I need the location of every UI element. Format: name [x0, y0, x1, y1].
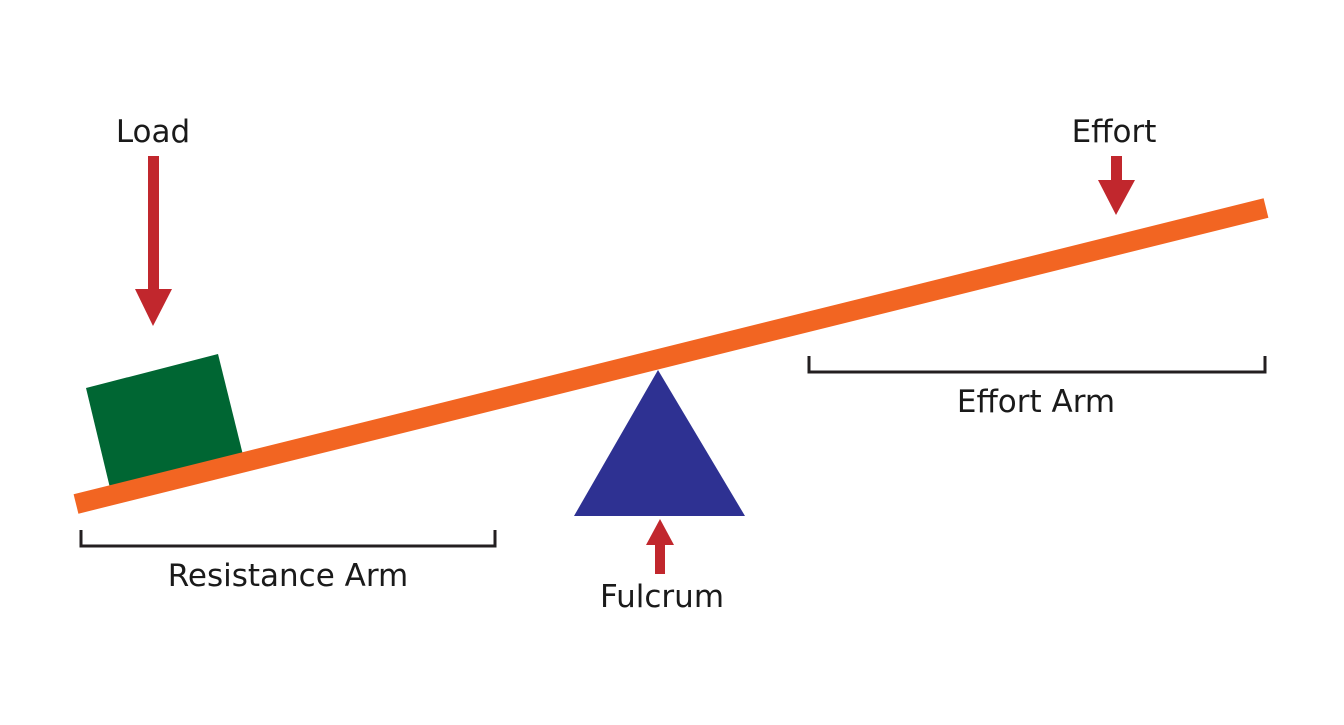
load-box: [86, 354, 243, 488]
resistance-arm-label: Resistance Arm: [168, 558, 409, 594]
effort-arm-bracket: [807, 356, 1267, 374]
lever-beam: [73, 198, 1269, 514]
fulcrum-label: Fulcrum: [600, 579, 724, 615]
fulcrum-arrow: [646, 519, 674, 574]
fulcrum-triangle: [574, 370, 745, 516]
resistance-arm-bracket: [79, 530, 497, 548]
load-label: Load: [116, 114, 190, 150]
effort-arrow: [1098, 156, 1135, 215]
load-arrow: [135, 156, 172, 326]
effort-label: Effort: [1072, 114, 1157, 150]
effort-arm-label: Effort Arm: [957, 384, 1115, 420]
